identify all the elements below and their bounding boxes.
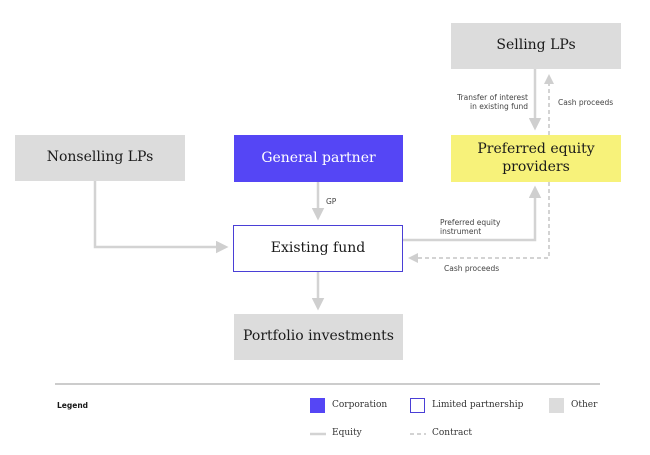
legend-contract-label: Contract — [432, 428, 473, 438]
legend-limited-partnership-label: Limited partnership — [432, 400, 524, 410]
legend-equity-label: Equity — [332, 428, 362, 438]
node-nonselling-lps-label: Nonselling LPs — [46, 149, 154, 166]
edge-fund-to-preferred — [403, 185, 542, 242]
edge-label-transfer: Transfer of interest in existing fund — [438, 93, 528, 112]
legend-title: Legend — [57, 401, 89, 410]
edge-label-preferred-instrument-line-2: instrument — [440, 227, 482, 237]
edge-label-preferred-instrument: Preferred equity instrument — [440, 218, 500, 237]
node-selling-lps: Selling LPs — [451, 23, 621, 69]
edge-label-cash-proceeds-top: Cash proceeds — [558, 98, 614, 107]
edge-label-cash-proceeds-bottom: Cash proceeds — [444, 264, 500, 273]
edge-label-transfer-line-1: Transfer of interest — [457, 93, 528, 102]
node-preferred-equity-providers: Preferred equity providers — [451, 135, 621, 182]
node-portfolio-investments: Portfolio investments — [234, 314, 403, 360]
node-selling-lps-label: Selling LPs — [496, 37, 576, 54]
legend-corporation-label: Corporation — [332, 400, 388, 410]
legend-other-swatch — [549, 398, 564, 413]
edge-nonselling-to-fund — [93, 181, 229, 254]
legend-other-label: Other — [571, 400, 598, 410]
node-existing-fund-label: Existing fund — [270, 239, 366, 256]
node-preferred-equity-label-1: Preferred equity — [477, 141, 595, 157]
edge-label-preferred-instrument-line-1: Preferred equity — [440, 218, 501, 227]
node-general-partner: General partner — [234, 135, 403, 182]
node-general-partner-label: General partner — [261, 149, 376, 166]
node-portfolio-investments-label: Portfolio investments — [243, 328, 394, 345]
node-existing-fund: Existing fund — [233, 225, 403, 272]
node-nonselling-lps: Nonselling LPs — [15, 135, 185, 181]
legend-corporation-swatch — [310, 398, 325, 413]
legend-limited-partnership-swatch — [410, 398, 425, 413]
edge-label-transfer-line-2: in existing fund — [470, 102, 528, 112]
edge-label-gp: GP — [326, 197, 337, 206]
node-preferred-equity-label-2: providers — [502, 158, 570, 175]
edge-cash-to-fund — [408, 182, 550, 263]
